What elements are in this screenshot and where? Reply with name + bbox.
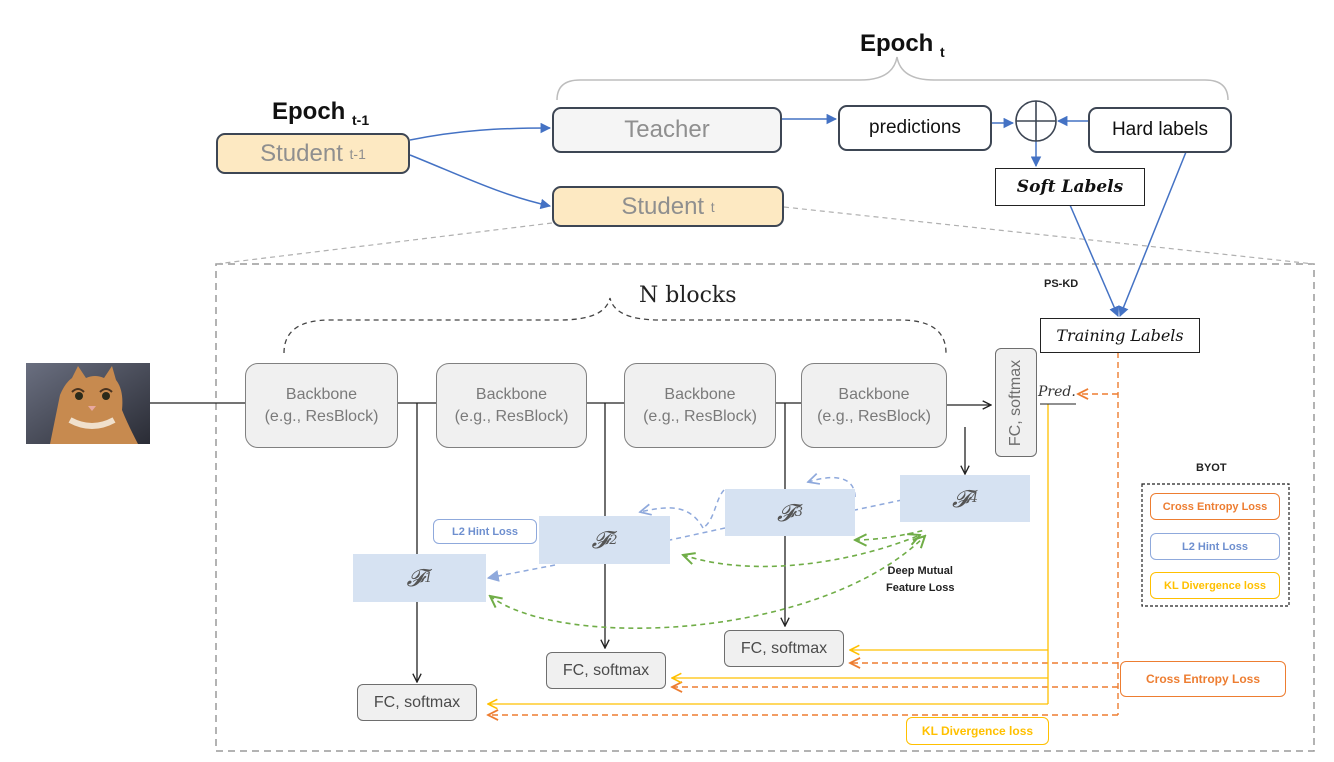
- student-prev-node: Student t-1: [216, 133, 410, 174]
- backbone-block-2: Backbone(e.g., ResBlock): [436, 363, 587, 448]
- backbone-block-1: Backbone(e.g., ResBlock): [245, 363, 398, 448]
- predictions-node: predictions: [838, 105, 992, 151]
- fc-softmax-head-2: FC, softmax: [546, 652, 666, 689]
- final-fc-softmax: FC, softmax: [995, 348, 1037, 457]
- student-current-node: Student t: [552, 186, 784, 227]
- pred-label: Pred.: [1038, 384, 1076, 400]
- fc-softmax-head-3: FC, softmax: [724, 630, 844, 667]
- legend-cross-entropy-loss: Cross Entropy Loss: [1150, 493, 1280, 520]
- fc-softmax-head-1: FC, softmax: [357, 684, 477, 721]
- kl-divergence-loss-label: KL Divergence loss: [906, 717, 1049, 745]
- l2-hint-loss-label: L2 Hint Loss: [433, 519, 537, 544]
- deep-mutual-feature-loss-label: Deep Mutual Feature Loss: [886, 565, 955, 594]
- n-blocks-label: N blocks: [639, 283, 737, 308]
- epoch-t1-title: Epoch t-1: [272, 98, 370, 128]
- soft-labels-node: Soft Labels: [995, 168, 1145, 206]
- n-blocks-brace: [283, 297, 947, 354]
- backbone-block-3: Backbone(e.g., ResBlock): [624, 363, 776, 448]
- legend-title: BYOT: [1196, 462, 1227, 474]
- cross-entropy-loss-label: Cross Entropy Loss: [1120, 661, 1286, 697]
- teacher-node: Teacher: [552, 107, 782, 153]
- training-labels-node: Training Labels: [1040, 318, 1200, 353]
- epoch-brace: [556, 56, 1229, 101]
- hard-labels-node: Hard labels: [1088, 107, 1232, 153]
- byot-legend-frame: [1141, 483, 1290, 607]
- legend-kl-divergence-loss: KL Divergence loss: [1150, 572, 1280, 599]
- ps-kd-label: PS-KD: [1044, 278, 1079, 290]
- epoch-t-title: Epoch t: [860, 30, 945, 60]
- legend-l2-hint-loss: L2 Hint Loss: [1150, 533, 1280, 560]
- cat-image: [26, 363, 150, 444]
- backbone-block-4: Backbone(e.g., ResBlock): [801, 363, 947, 448]
- sum-operator-icon: [1015, 100, 1057, 142]
